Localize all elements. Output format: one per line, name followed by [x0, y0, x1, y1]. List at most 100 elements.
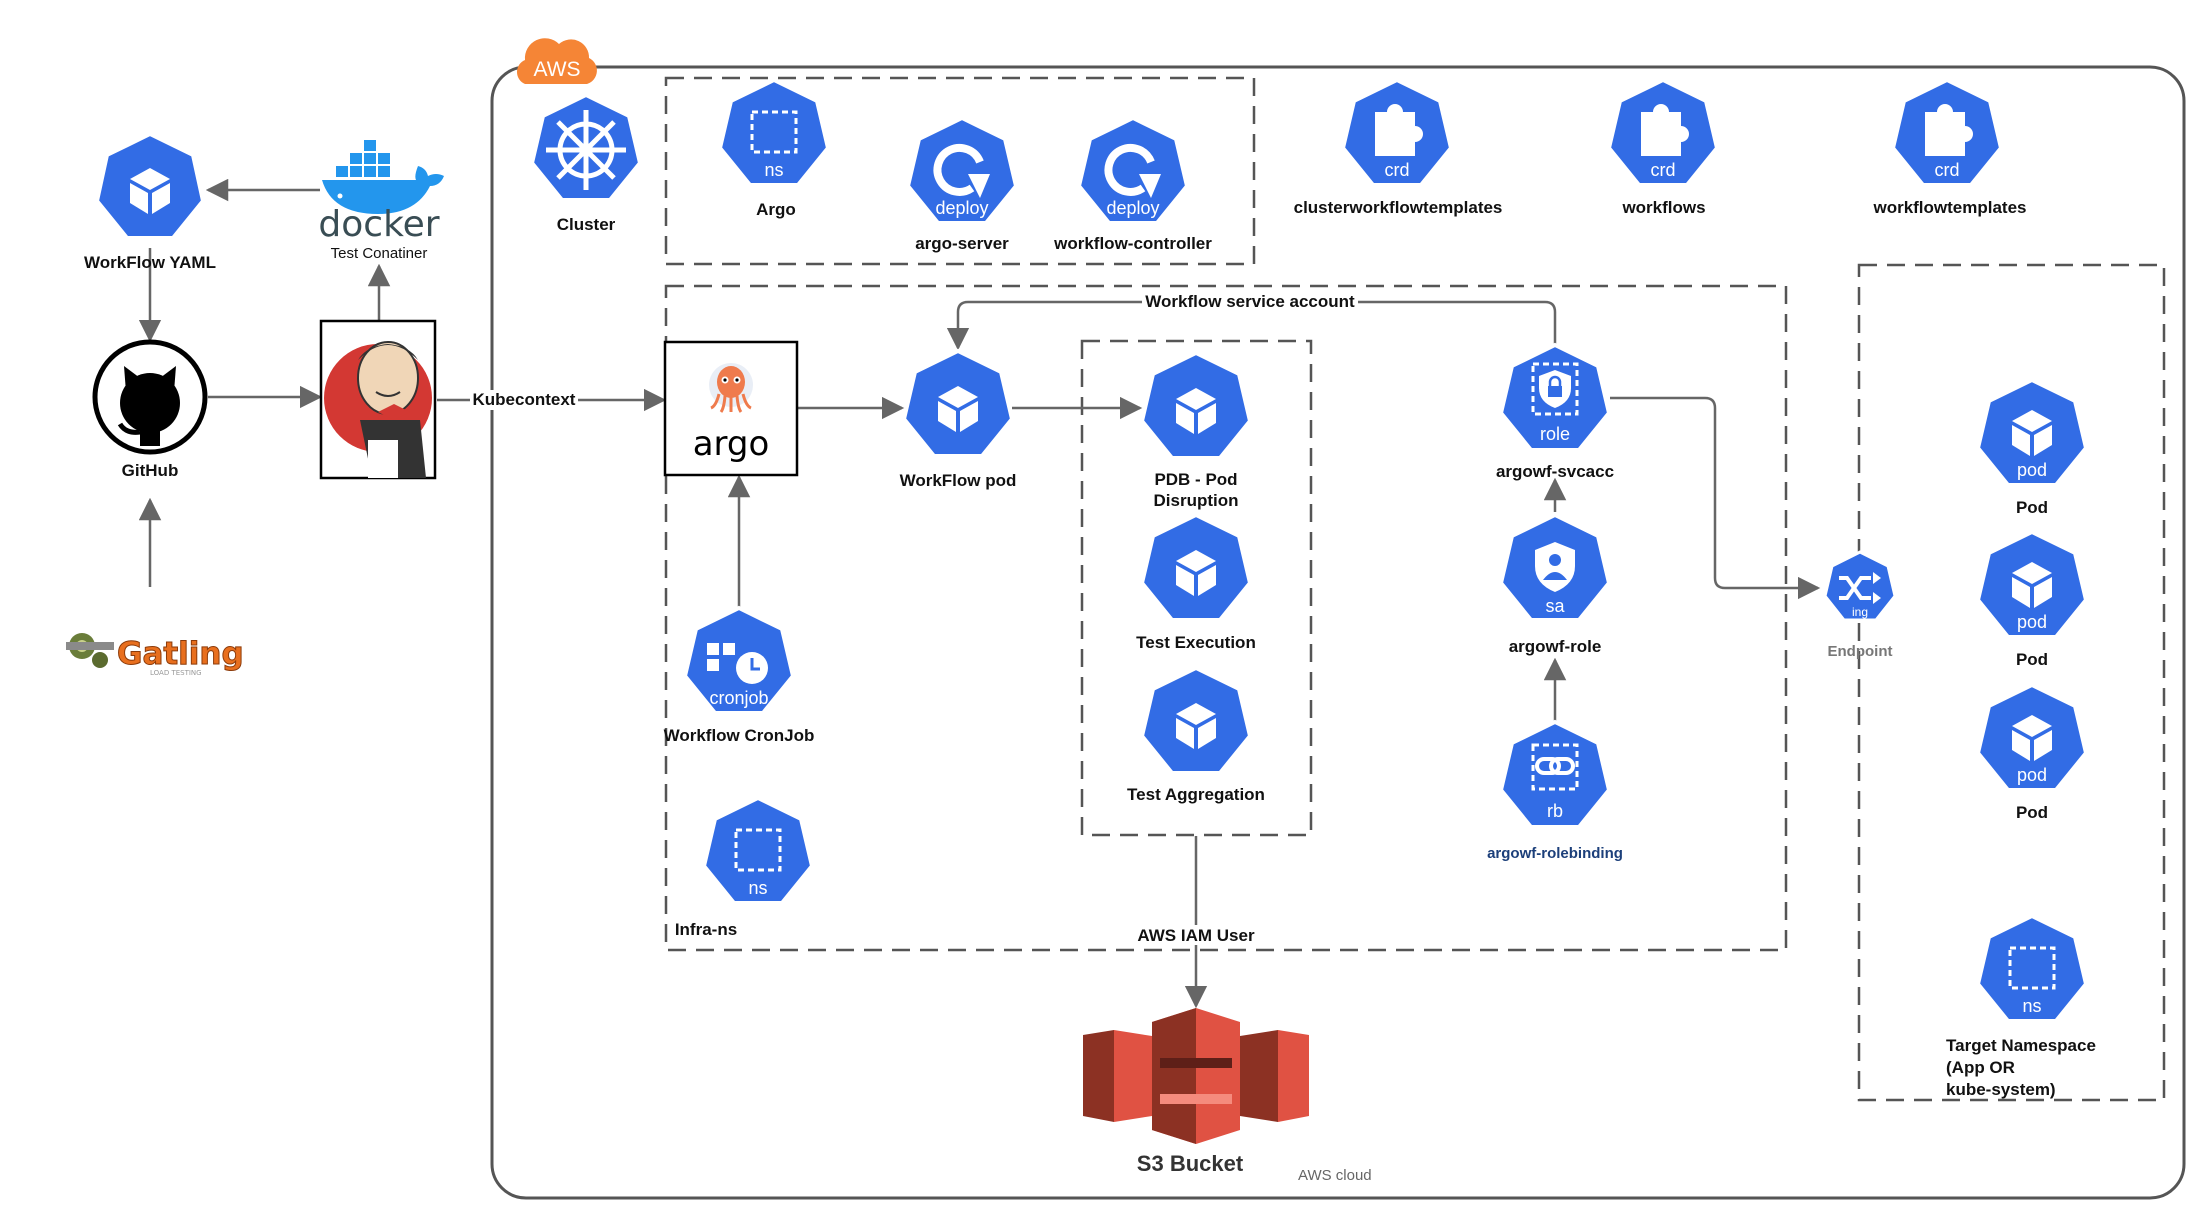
argo-server-node: deploy argo-server [905, 115, 1019, 253]
rolebinding-node: rb argowf-rolebinding [1487, 719, 1623, 862]
gatling-gun-icon [66, 633, 114, 668]
k8s-hex-icon [717, 77, 831, 187]
helm-wheel-icon [546, 110, 626, 190]
user-shield-icon [1535, 542, 1575, 592]
k8s-hex-icon [1975, 682, 2089, 792]
k8s-hex-icon [1975, 377, 2089, 487]
infra-ns-box [664, 284, 1788, 952]
kubecontext-label: Kubecontext [473, 390, 576, 409]
target-namespace-line3: kube-system) [1946, 1080, 2056, 1099]
pod-hex-label: pod [2017, 460, 2047, 480]
octocat-icon [117, 366, 180, 446]
rotate-deploy-icon [1104, 143, 1161, 198]
crd-label: clusterworkflowtemplates [1294, 198, 1503, 217]
lock-shield-icon [1539, 370, 1571, 408]
crd-workflowtemplates: crd workflowtemplates [1872, 77, 2027, 217]
namespace-icon [734, 828, 782, 872]
infra-ns-node: ns Infra-ns [675, 795, 815, 939]
crd-hex-label: crd [1934, 160, 1959, 180]
docker-wordmark: docker [318, 204, 439, 245]
argo-logo-node: argo [663, 340, 799, 477]
workflow-service-account-label: Workflow service account [1145, 292, 1355, 311]
rolebinding-label: argowf-rolebinding [1487, 845, 1623, 862]
cube-icon [1176, 703, 1216, 749]
cronjob-node: cronjob Workflow CronJob [664, 605, 815, 745]
aws-cloud-frame [490, 65, 2186, 1200]
target-pod-2: pod Pod [1975, 529, 2089, 669]
crd-hex-label: crd [1650, 160, 1675, 180]
test-execution-label: Test Execution [1136, 633, 1256, 652]
k8s-hex-icon [905, 115, 1019, 225]
workflow-yaml-node: WorkFlow YAML [84, 131, 216, 272]
test-aggregation-label: Test Aggregation [1127, 785, 1265, 804]
jenkins-icon [324, 341, 432, 478]
target-namespace-line1: Target Namespace [1946, 1036, 2096, 1055]
pdb-label-line2: Disruption [1154, 491, 1239, 510]
target-ns-hex-label: ns [2022, 996, 2041, 1016]
cluster-node: Cluster [529, 92, 643, 234]
test-execution-node: Test Execution [1136, 512, 1256, 652]
cronjob-hex-label: cronjob [709, 688, 768, 708]
endpoint-label: Endpoint [1828, 643, 1893, 660]
gatling-wordmark: Gatling [117, 636, 244, 672]
infra-ns-hex-label: ns [748, 878, 767, 898]
aws-cloud-label: AWS cloud [1298, 1167, 1372, 1184]
ing-hex-label: ing [1852, 605, 1868, 619]
pdb-node: PDB - Pod Disruption [1139, 350, 1253, 510]
target-pod-3: pod Pod [1975, 682, 2089, 822]
sa-hex-label: sa [1545, 596, 1565, 616]
s3-bucket-icon [1083, 1008, 1309, 1144]
shuffle-icon [1839, 572, 1881, 604]
pod-label: Pod [2016, 650, 2048, 669]
test-aggregation-node: Test Aggregation [1127, 665, 1265, 804]
namespace-icon [750, 110, 798, 154]
argo-group-box [664, 76, 1256, 266]
test-container-label: Test Conatiner [331, 245, 428, 262]
argo-ns-hex-label: ns [764, 160, 783, 180]
svcacc-role-node: role argowf-svcacc [1496, 342, 1614, 481]
cronjob-label: Workflow CronJob [664, 726, 815, 745]
crd-label: workflows [1621, 198, 1705, 217]
workflow-controller-hex-label: deploy [1106, 198, 1159, 218]
workflow-pod-label: WorkFlow pod [900, 471, 1017, 490]
argo-ns-node: ns Argo [717, 77, 831, 219]
docker-whale-icon [322, 140, 444, 214]
k8s-hex-icon [1975, 913, 2089, 1023]
crd-label: workflowtemplates [1872, 198, 2026, 217]
test-pods-box [1080, 339, 1313, 837]
pod-label: Pod [2016, 803, 2048, 822]
crd-clusterworkflowtemplates: crd clusterworkflowtemplates [1294, 77, 1503, 217]
argowf-role-label: argowf-role [1509, 637, 1602, 656]
jenkins-node [319, 319, 437, 480]
workflow-controller-node: deploy workflow-controller [1053, 115, 1212, 253]
workflow-controller-label: workflow-controller [1053, 234, 1212, 253]
edge-role-to-endpoint [1610, 396, 1821, 600]
workflow-pod-node: WorkFlow pod [900, 348, 1017, 490]
k8s-hex-icon [1975, 529, 2089, 639]
argowf-role-node: sa argowf-role [1498, 512, 1612, 656]
cube-icon [1176, 388, 1216, 434]
argo-server-label: argo-server [915, 234, 1009, 253]
svcacc-label: argowf-svcacc [1496, 462, 1614, 481]
target-namespace-line2: (App OR [1946, 1058, 2015, 1077]
crd-workflows: crd workflows [1606, 77, 1720, 217]
pdb-label-line1: PDB - Pod [1154, 470, 1237, 489]
cube-icon [2012, 410, 2052, 456]
cube-icon [2012, 715, 2052, 761]
pod-label: Pod [2016, 498, 2048, 517]
rotate-deploy-icon [933, 143, 990, 198]
cube-icon [130, 168, 170, 214]
github-node: GitHub [92, 339, 208, 480]
argo-octopus-icon [709, 363, 753, 413]
puzzle-icon [1641, 104, 1689, 156]
link-icon [1535, 757, 1575, 775]
k8s-hex-icon [701, 795, 815, 905]
argo-ns-label: Argo [756, 200, 796, 219]
argo-server-hex-label: deploy [935, 198, 988, 218]
s3-bucket-node: S3 Bucket [1083, 1008, 1309, 1176]
aws-badge: AWS [517, 38, 597, 84]
namespace-icon [2008, 946, 2056, 990]
aws-badge-text: AWS [533, 58, 580, 81]
docker-node: docker Test Conatiner [318, 140, 444, 262]
